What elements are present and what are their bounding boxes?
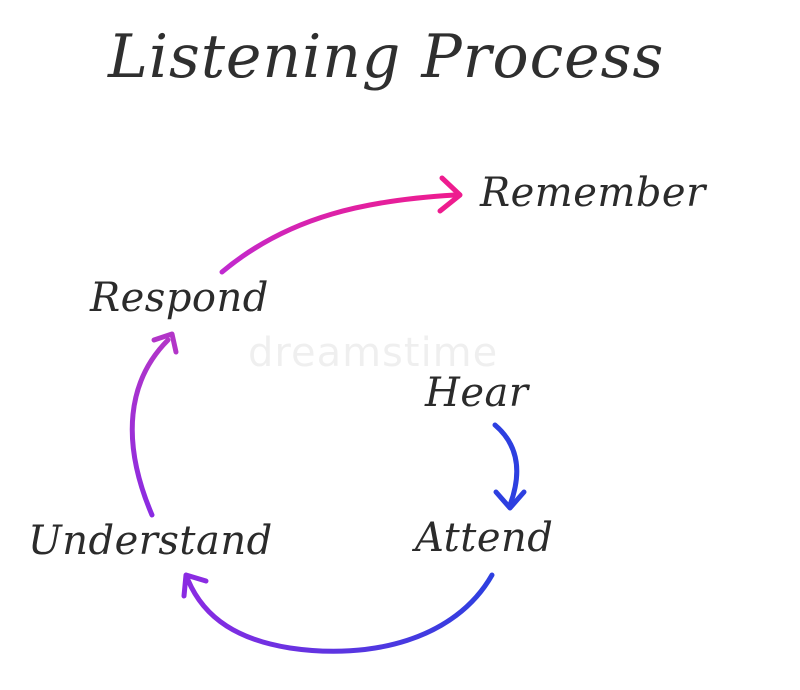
arrow-understand-to-respond [129, 331, 179, 518]
arrow-respond-to-remember [219, 175, 463, 275]
node-attend: Attend [415, 515, 554, 561]
arrow-hear-to-attend [492, 422, 527, 511]
node-respond: Respond [90, 275, 269, 321]
arrow-attend-to-understand [181, 572, 495, 654]
node-hear: Hear [425, 370, 529, 416]
node-remember: Remember [480, 170, 706, 216]
watermark-logo: dreamstime [248, 330, 499, 376]
diagram-title: Listening Process [108, 22, 665, 92]
node-understand: Understand [28, 518, 273, 564]
